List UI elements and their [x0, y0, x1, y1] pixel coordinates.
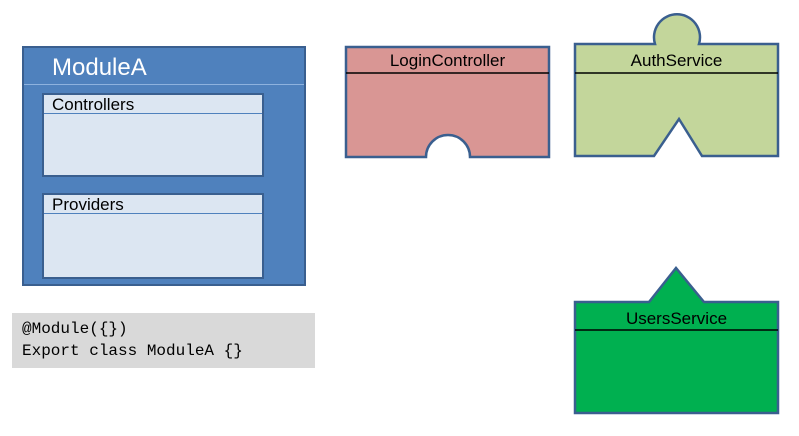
providers-slot-divider	[44, 213, 262, 214]
module-title-divider	[24, 84, 304, 85]
auth-service-shape	[573, 13, 780, 158]
login-controller-body	[344, 45, 551, 159]
controllers-slot-label: Controllers	[52, 95, 135, 114]
providers-slot: Providers	[42, 193, 264, 279]
users-service-shape	[573, 266, 780, 415]
module-title: ModuleA	[52, 54, 147, 81]
auth-service-label: AuthService	[630, 51, 723, 70]
users-service-label: UsersService	[625, 309, 728, 328]
controllers-slot-divider	[44, 113, 262, 114]
users-service-body	[573, 266, 780, 415]
code-snippet: @Module({}) Export class ModuleA {}	[12, 313, 315, 368]
code-line-class: Export class ModuleA {}	[22, 342, 243, 360]
controllers-slot: Controllers	[42, 93, 264, 177]
login-controller-label: LoginController	[389, 51, 506, 70]
providers-slot-label: Providers	[52, 195, 124, 214]
login-controller-shape	[344, 45, 551, 159]
code-line-decorator: @Module({})	[22, 320, 128, 338]
auth-service-body	[573, 13, 780, 158]
module-a-box: ModuleA Controllers Providers	[22, 46, 306, 286]
